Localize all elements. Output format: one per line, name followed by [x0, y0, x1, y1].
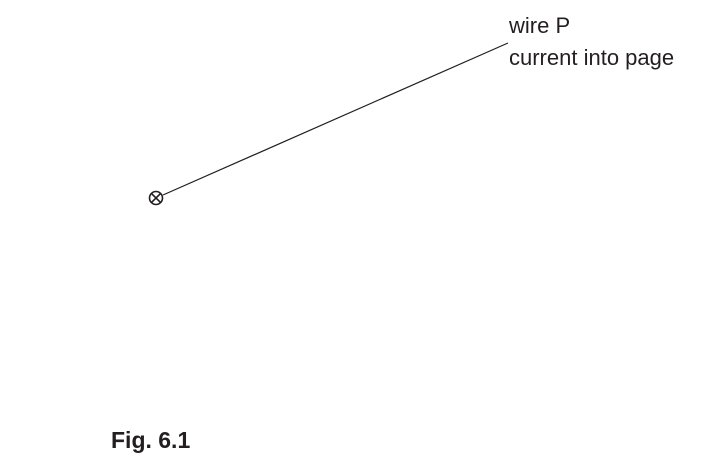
wire-circle — [148, 190, 164, 206]
wire-name-label: wire P — [508, 13, 570, 38]
label-leader-line — [162, 42, 509, 196]
figure-caption: Fig. 6.1 — [111, 427, 191, 453]
wire-cross-line-2 — [150, 192, 162, 204]
wire-current-direction-label: current into page — [509, 45, 674, 70]
current-into-page-symbol — [148, 190, 164, 206]
